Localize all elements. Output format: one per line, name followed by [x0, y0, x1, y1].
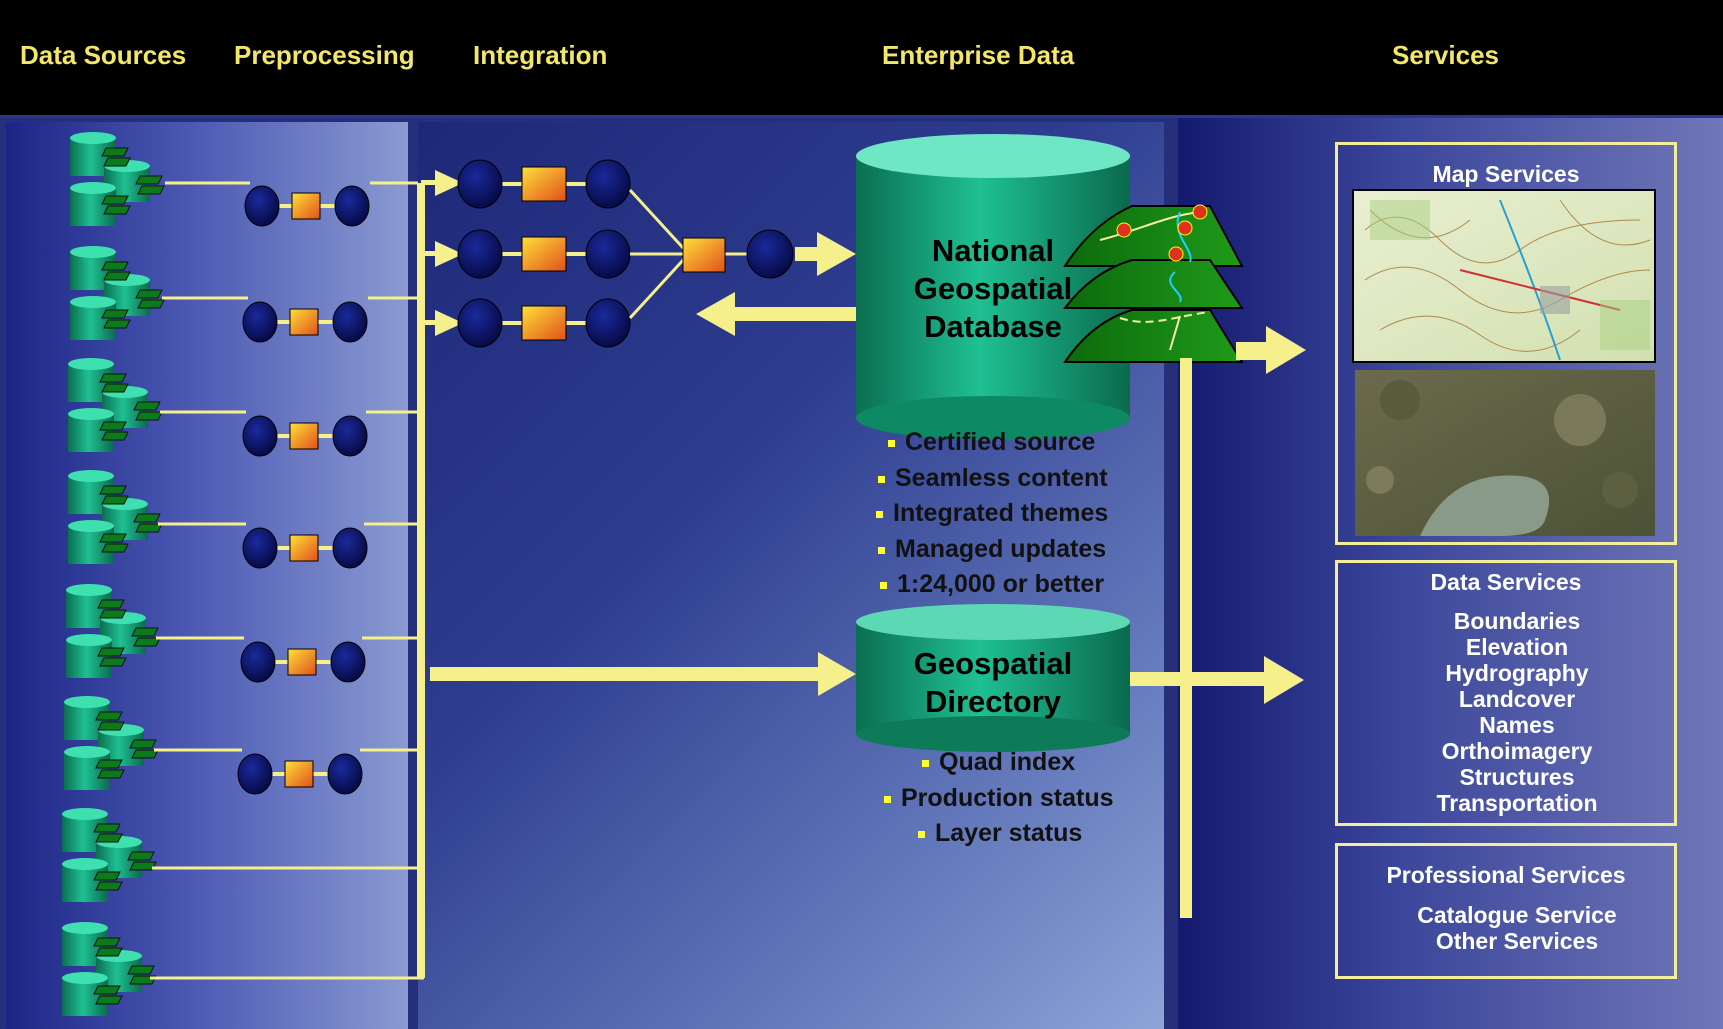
- integration-chains: [457, 159, 794, 348]
- ngd-bullet: Integrated themes: [876, 499, 1108, 528]
- arrow-icon: [435, 170, 463, 196]
- ngd-bullet: Seamless content: [878, 464, 1108, 493]
- ngd-bullet: Managed updates: [878, 535, 1106, 564]
- process-node-icon: [242, 415, 368, 457]
- directory-title-line: Geospatial: [913, 646, 1073, 681]
- layer-stack-icon: [1062, 204, 1244, 363]
- arrow-icon: [1264, 656, 1304, 704]
- directory-title-line: Directory: [924, 684, 1062, 719]
- orthoimagery-map-image: [1355, 370, 1655, 536]
- topographic-map-image: [1352, 189, 1656, 363]
- bus-arrows: [421, 170, 463, 336]
- professional-services-box: Professional Services Catalogue Service …: [1335, 843, 1677, 979]
- arrow-icon: [696, 292, 735, 336]
- professional-service-item: Other Services: [1435, 928, 1599, 954]
- arrow-icon: [435, 310, 463, 336]
- data-services-box: Data Services Boundaries Elevation Hydro…: [1335, 560, 1677, 826]
- database-cylinder-icon: [70, 246, 165, 340]
- directory-bullet: Production status: [884, 784, 1114, 813]
- directory-bullet: Quad index: [922, 748, 1075, 777]
- data-service-item: Transportation: [1436, 790, 1598, 816]
- database-cylinder-icon: [68, 470, 163, 564]
- ngd-title-line: National: [931, 233, 1055, 268]
- arrow-icon: [435, 241, 463, 267]
- service-connectors: [1130, 326, 1306, 918]
- process-node-icon: [242, 301, 368, 343]
- data-service-item: Structures: [1459, 764, 1575, 790]
- ngd-title: National Geospatial Database: [856, 232, 1130, 346]
- process-node-icon: [240, 641, 366, 683]
- ngd-bullet: Certified source: [888, 428, 1095, 457]
- header-bar: Data Sources Preprocessing Integration E…: [0, 0, 1723, 118]
- source-connectors: [150, 181, 424, 980]
- header-enterprise-data: Enterprise Data: [882, 40, 1075, 70]
- map-services-title: Map Services: [1432, 161, 1580, 187]
- arrow-icon: [817, 232, 856, 276]
- data-service-item: Landcover: [1458, 686, 1576, 712]
- database-cylinder-icon: [70, 132, 165, 226]
- header-integration: Integration: [473, 40, 608, 70]
- ngd-bullet: 1:24,000 or better: [880, 570, 1104, 599]
- ngd-title-line: Geospatial: [913, 271, 1073, 306]
- directory-title: Geospatial Directory: [856, 645, 1130, 721]
- professional-service-item: Catalogue Service: [1417, 902, 1617, 928]
- process-node-icon: [242, 527, 368, 569]
- data-services-title: Data Services: [1430, 569, 1582, 595]
- database-cylinder-icon: [62, 922, 157, 1016]
- data-service-item: Names: [1479, 712, 1555, 738]
- header-services: Services: [1392, 40, 1499, 70]
- geospatial-directory-cylinder: [856, 604, 1130, 752]
- data-service-item: Orthoimagery: [1441, 738, 1593, 764]
- data-source-icons: [62, 132, 165, 1016]
- database-cylinder-icon: [68, 358, 163, 452]
- ngd-arrows: [430, 232, 857, 696]
- process-node-icon: [237, 753, 363, 795]
- ngd-title-line: Database: [924, 309, 1062, 344]
- professional-services-title: Professional Services: [1386, 862, 1626, 888]
- preprocessing-chains: [237, 185, 370, 795]
- header-preprocessing: Preprocessing: [234, 40, 415, 70]
- map-services-box: Map Services: [1335, 142, 1677, 545]
- arrow-icon: [818, 652, 856, 696]
- database-cylinder-icon: [62, 808, 157, 902]
- directory-bullet: Layer status: [918, 819, 1082, 848]
- database-cylinder-icon: [64, 696, 159, 790]
- process-node-icon: [244, 185, 370, 227]
- data-service-item: Boundaries: [1453, 608, 1581, 634]
- data-service-item: Hydrography: [1445, 660, 1589, 686]
- arrow-icon: [1266, 326, 1306, 374]
- header-data-sources: Data Sources: [20, 40, 187, 70]
- data-service-item: Elevation: [1465, 634, 1569, 660]
- database-cylinder-icon: [66, 584, 161, 678]
